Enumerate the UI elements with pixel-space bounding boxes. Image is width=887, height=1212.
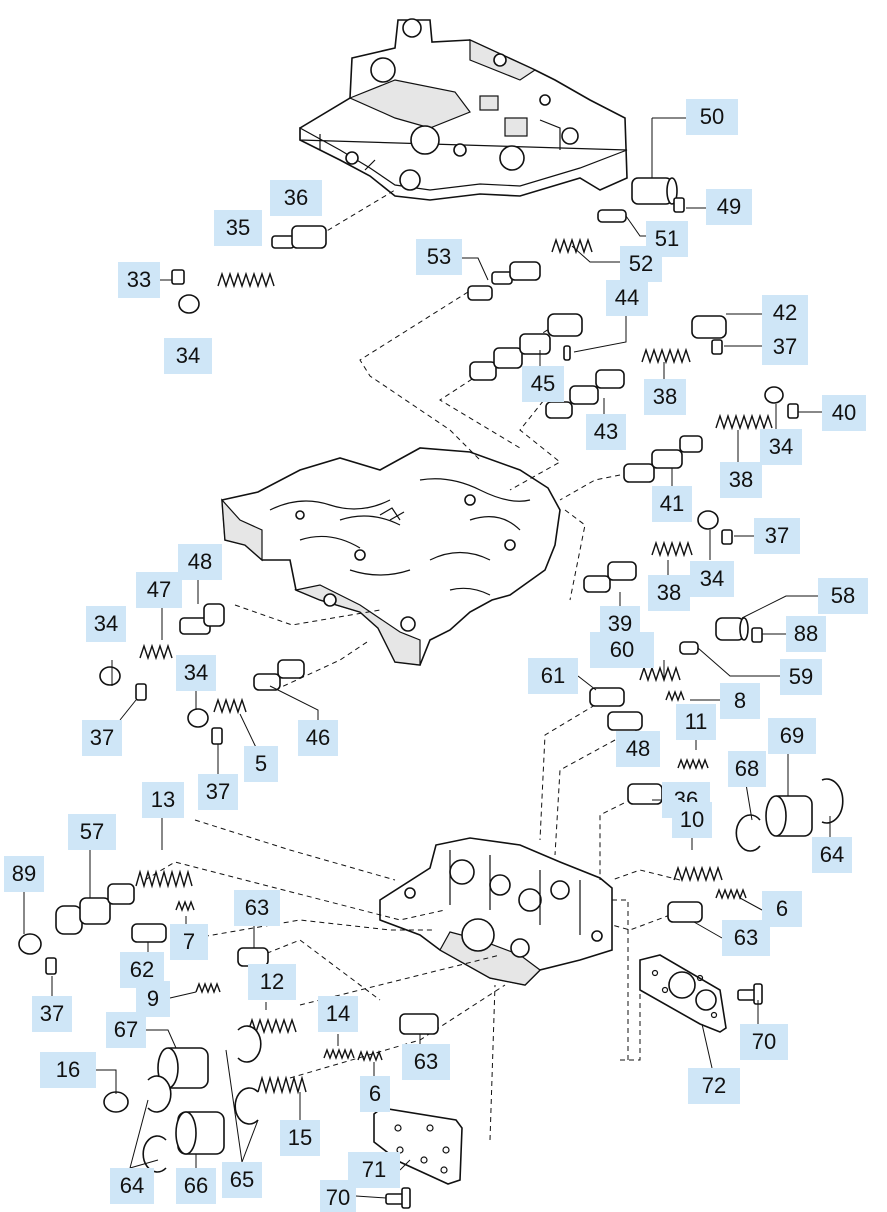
callout-63-left[interactable]: 63 [234, 890, 280, 926]
callout-68[interactable]: 68 [728, 751, 766, 787]
callout-14[interactable]: 14 [318, 996, 358, 1032]
leader-lines [23, 117, 831, 1199]
callout-44[interactable]: 44 [606, 280, 648, 316]
callout-10[interactable]: 10 [672, 802, 712, 838]
callout-43[interactable]: 43 [586, 414, 626, 450]
callout-37-left[interactable]: 37 [82, 720, 122, 756]
callout-41[interactable]: 41 [652, 486, 692, 522]
callout-12[interactable]: 12 [248, 964, 296, 1000]
lower-valve-body [379, 837, 613, 986]
callout-52[interactable]: 52 [620, 246, 662, 282]
callout-69[interactable]: 69 [768, 718, 816, 754]
upper-valve-body [299, 18, 628, 201]
callout-34-left[interactable]: 34 [86, 606, 126, 642]
callout-34-right-lower[interactable]: 34 [690, 561, 734, 597]
callout-50[interactable]: 50 [686, 99, 738, 135]
callout-47[interactable]: 47 [136, 572, 182, 608]
assembly-lines [144, 189, 681, 1141]
plate-71 [373, 1107, 463, 1185]
callout-72[interactable]: 72 [688, 1068, 740, 1104]
callout-66[interactable]: 66 [176, 1168, 216, 1204]
callout-34-right-upper[interactable]: 34 [760, 429, 802, 465]
callout-89[interactable]: 89 [4, 856, 44, 892]
callout-15[interactable]: 15 [280, 1120, 320, 1156]
small-parts [18, 177, 844, 1209]
callout-70-right[interactable]: 70 [740, 1024, 788, 1060]
callout-57[interactable]: 57 [68, 814, 116, 850]
callout-64-right[interactable]: 64 [812, 837, 852, 873]
callout-38-middle[interactable]: 38 [720, 462, 762, 498]
callout-33[interactable]: 33 [118, 262, 160, 298]
callout-16[interactable]: 16 [40, 1052, 96, 1088]
callout-53[interactable]: 53 [416, 239, 462, 275]
callout-37-bottom[interactable]: 37 [32, 996, 72, 1032]
callout-37-upper[interactable]: 37 [762, 329, 808, 365]
callout-70-bottom[interactable]: 70 [320, 1180, 356, 1212]
callout-5[interactable]: 5 [244, 746, 278, 782]
callout-61[interactable]: 61 [528, 658, 578, 694]
callout-11[interactable]: 11 [676, 704, 716, 740]
callout-38-lower[interactable]: 38 [648, 575, 690, 611]
callout-42[interactable]: 42 [762, 295, 808, 331]
callout-37-mid[interactable]: 37 [198, 774, 238, 810]
callout-45[interactable]: 45 [522, 366, 564, 402]
callout-36[interactable]: 36 [270, 180, 322, 216]
callout-48-left[interactable]: 48 [178, 544, 222, 580]
callout-34-mid[interactable]: 34 [176, 655, 216, 691]
callout-65[interactable]: 65 [222, 1162, 262, 1198]
plate-72 [639, 954, 727, 1033]
callout-37-right[interactable]: 37 [754, 518, 800, 554]
callout-35[interactable]: 35 [214, 210, 262, 246]
callout-7[interactable]: 7 [170, 924, 208, 960]
callout-63-lower[interactable]: 63 [402, 1044, 450, 1080]
callout-8[interactable]: 8 [720, 683, 760, 719]
middle-valve-body [221, 447, 561, 666]
callout-49[interactable]: 49 [706, 189, 752, 225]
callout-34-upper[interactable]: 34 [164, 338, 212, 374]
callout-6-lower[interactable]: 6 [360, 1076, 390, 1112]
callout-40[interactable]: 40 [822, 395, 866, 431]
callout-13[interactable]: 13 [142, 782, 184, 818]
callout-59[interactable]: 59 [780, 659, 822, 695]
callout-64-bottom[interactable]: 64 [110, 1168, 154, 1204]
callout-48-right[interactable]: 48 [616, 731, 660, 767]
callout-58[interactable]: 58 [818, 578, 868, 614]
callout-60[interactable]: 60 [590, 632, 654, 668]
callout-38-upper[interactable]: 38 [644, 379, 686, 415]
callout-9[interactable]: 9 [136, 981, 170, 1017]
callout-88[interactable]: 88 [786, 616, 826, 652]
callout-71[interactable]: 71 [348, 1152, 400, 1188]
callout-67[interactable]: 67 [106, 1012, 146, 1048]
callout-63-right[interactable]: 63 [722, 920, 770, 956]
callout-46[interactable]: 46 [298, 720, 338, 756]
